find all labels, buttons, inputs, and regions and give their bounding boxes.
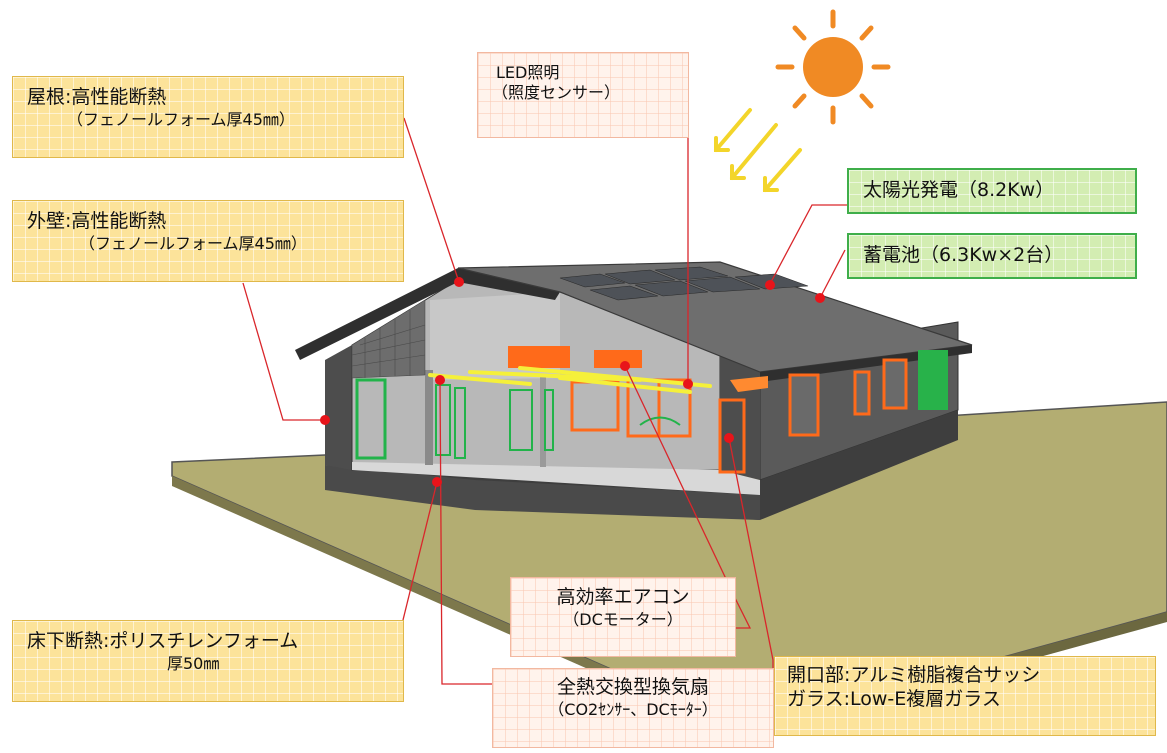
label-roof: 屋根:高性能断熱 （フェノールフォーム厚45㎜） bbox=[12, 76, 404, 158]
sun-icon bbox=[775, 9, 891, 125]
sunlight-arrows-icon bbox=[714, 108, 802, 192]
label-roof-title: 屋根:高性能断熱 bbox=[27, 86, 167, 108]
label-opening-title: 開口部:アルミ樹脂複合サッシ bbox=[787, 664, 1041, 686]
label-aircon-sub: （DCモーター） bbox=[563, 609, 683, 629]
label-led: LED照明 （照度センサー） bbox=[477, 52, 689, 138]
label-ventilation-title: 全熱交換型換気扇 bbox=[556, 676, 709, 698]
led-bars bbox=[428, 366, 712, 394]
label-solar-title: 太陽光発電（8.2Kw） bbox=[863, 179, 1055, 201]
label-aircon-title: 高効率エアコン bbox=[556, 586, 690, 608]
label-led-sub: （照度センサー） bbox=[492, 83, 621, 102]
label-aircon: 高効率エアコン （DCモーター） bbox=[510, 577, 736, 657]
label-solar: 太陽光発電（8.2Kw） bbox=[847, 168, 1137, 214]
label-floor: 床下断熱:ポリスチレンフォーム 厚50㎜ bbox=[12, 620, 404, 702]
label-wall: 外壁:高性能断熱 （フェノールフォーム厚45㎜） bbox=[12, 200, 404, 282]
label-floor-title: 床下断熱:ポリスチレンフォーム bbox=[27, 630, 299, 652]
label-ventilation: 全熱交換型換気扇 （CO2ｾﾝｻｰ、DCﾓｰﾀｰ） bbox=[492, 668, 774, 748]
label-wall-title: 外壁:高性能断熱 bbox=[27, 210, 167, 232]
windows bbox=[355, 346, 948, 474]
label-wall-sub: （フェノールフォーム厚45㎜） bbox=[79, 233, 307, 253]
label-led-title: LED照明 bbox=[496, 63, 560, 82]
marker-dots bbox=[320, 277, 825, 487]
label-opening-sub: ガラス:Low-E複層ガラス bbox=[787, 687, 1001, 710]
leader-lines bbox=[242, 117, 847, 685]
label-battery: 蓄電池（6.3Kw×2台） bbox=[847, 233, 1137, 279]
label-floor-sub: 厚50㎜ bbox=[167, 653, 220, 673]
label-opening: 開口部:アルミ樹脂複合サッシ ガラス:Low-E複層ガラス bbox=[774, 656, 1156, 736]
label-ventilation-sub: （CO2ｾﾝｻｰ、DCﾓｰﾀｰ） bbox=[548, 699, 718, 719]
label-battery-title: 蓄電池（6.3Kw×2台） bbox=[863, 244, 1064, 266]
label-roof-sub: （フェノールフォーム厚45㎜） bbox=[67, 109, 295, 129]
